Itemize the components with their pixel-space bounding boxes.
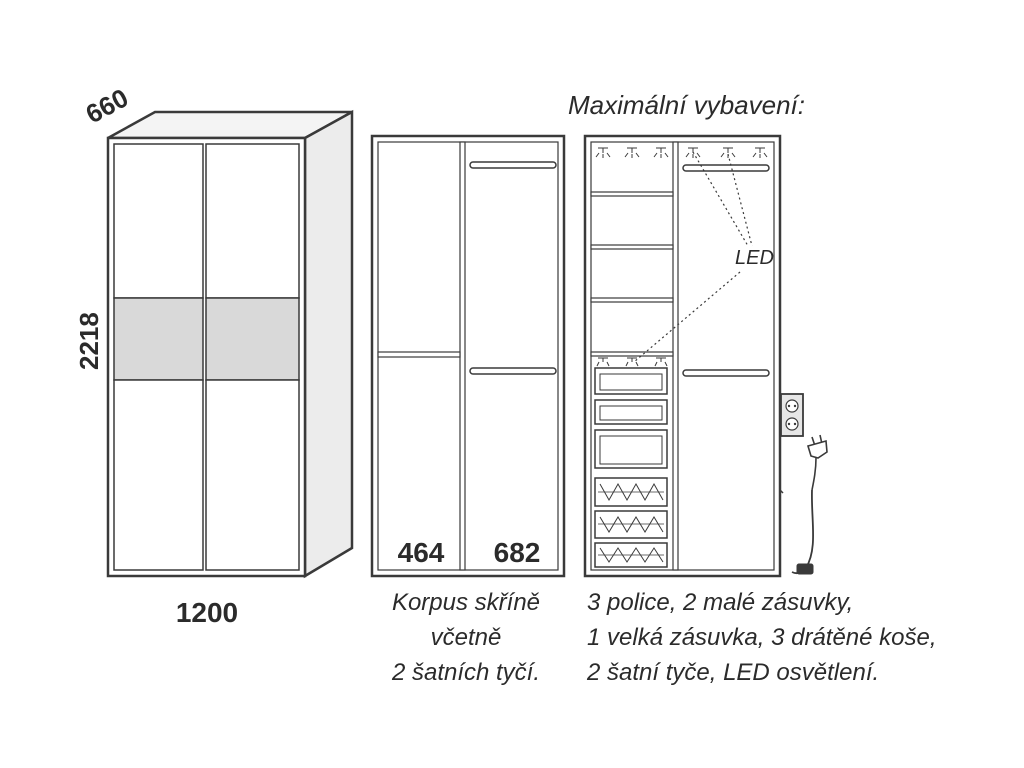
depth-dimension: 660	[81, 82, 133, 129]
wardrobe-3d-view: 660 2218 1200	[74, 82, 354, 628]
drawer-small	[594, 367, 668, 395]
wire-basket	[594, 510, 668, 539]
hanging-rail-upper	[682, 164, 770, 172]
door-right-upper	[205, 143, 300, 299]
shelf	[590, 191, 674, 197]
power-cable	[791, 489, 815, 575]
led-lights-top	[595, 147, 768, 158]
door-right-glass	[205, 297, 300, 381]
carcass-divider	[459, 141, 466, 571]
max-equipment-line-2: 1 velká zásuvka, 3 drátěné koše,	[587, 624, 937, 651]
hanging-rail-upper	[469, 161, 557, 169]
led-leader-lines	[633, 151, 753, 363]
wardrobe-side	[303, 109, 354, 579]
power-socket-icon	[780, 393, 804, 437]
right-compartment-dimension: 682	[494, 537, 541, 568]
cable-lead-in	[779, 489, 784, 494]
height-dimension: 2218	[74, 312, 104, 370]
max-equipment-line-1: 3 police, 2 malé zásuvky,	[587, 589, 853, 616]
drawer-large	[594, 429, 668, 469]
corpus-caption-line-1: Korpus skříně	[392, 589, 540, 616]
width-dimension: 1200	[176, 597, 238, 628]
shelf	[590, 351, 674, 357]
corpus-caption-line-3: 2 šatních tyčí.	[391, 659, 540, 686]
max-equipment-line-3: 2 šatní tyče, LED osvětlení.	[586, 659, 879, 686]
led-label: LED	[735, 247, 774, 269]
carcass-shelf	[377, 351, 461, 358]
drawer-small	[594, 399, 668, 425]
door-right-lower	[205, 379, 300, 571]
max-divider	[672, 141, 679, 571]
shelf	[590, 244, 674, 250]
carcass-view: 464 682 Korpus skříně včetně 2 šatních t…	[370, 134, 566, 686]
door-left-upper	[113, 143, 204, 299]
door-left-lower	[113, 379, 204, 571]
hanging-rail-lower	[469, 367, 557, 375]
door-left-glass	[113, 297, 204, 381]
cable-connector	[796, 563, 814, 575]
wire-basket	[594, 477, 668, 507]
led-lights-middle	[596, 357, 668, 367]
max-equipment-title: Maximální vybavení:	[568, 90, 805, 120]
hanging-rail-lower	[682, 369, 770, 377]
corpus-caption-line-2: včetně	[431, 624, 502, 651]
left-compartment-dimension: 464	[398, 537, 445, 568]
power-plug-icon	[806, 434, 828, 491]
wire-basket	[594, 542, 668, 568]
shelf	[590, 297, 674, 303]
max-equipment-view: Maximální vybavení: LED	[568, 90, 937, 686]
